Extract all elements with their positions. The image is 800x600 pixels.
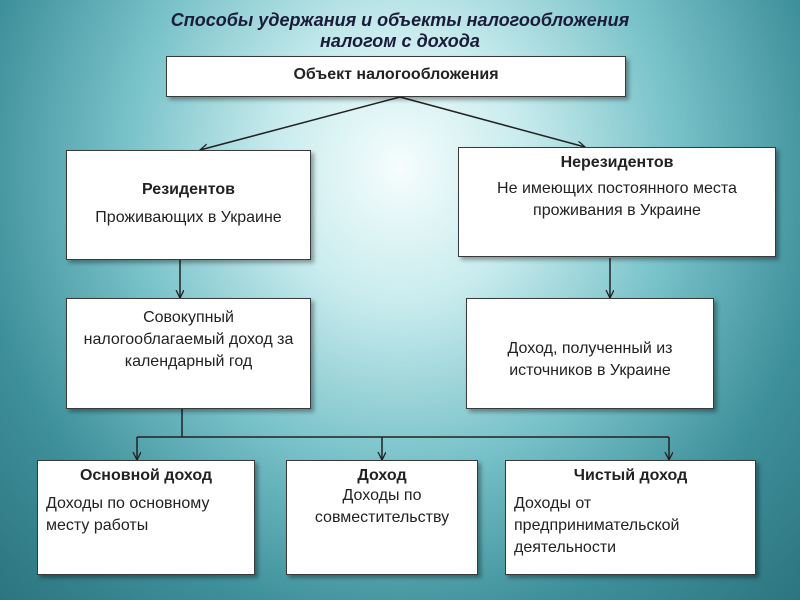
- residents-box: Резидентов Проживающих в Украине: [66, 150, 311, 260]
- net-income-description: Доходы от предпринимательской деятельнос…: [514, 495, 680, 556]
- taxation-object-box: Объект налогообложения: [166, 56, 626, 97]
- resident-income-text: Совокупный налогооблагаемый доход за кал…: [83, 309, 294, 370]
- residents-description: Проживающих в Украине: [95, 209, 282, 226]
- net-income-heading: Чистый доход: [573, 467, 688, 484]
- main-income-heading: Основной доход: [79, 467, 213, 484]
- nonresidents-box: Нерезидентов Не имеющих постоянного мест…: [458, 147, 776, 257]
- taxation-object-label: Объект налогообложения: [293, 66, 499, 83]
- arrow-object-to-nonresidents: [399, 96, 585, 147]
- title-line-2: налогом с дохода: [320, 31, 480, 51]
- arrow-object-to-residents: [200, 96, 401, 150]
- nonresidents-description: Не имеющих постоянного места проживания …: [497, 180, 737, 219]
- resident-income-box: Совокупный налогооблагаемый доход за кал…: [66, 298, 311, 409]
- residents-heading: Резидентов: [142, 181, 235, 198]
- main-income-description: Доходы по основному месту работы: [46, 495, 210, 534]
- income-description: Доходы по совместительству: [314, 487, 450, 526]
- nonresident-income-text: Доход, полученный из источников в Украин…: [507, 340, 673, 379]
- net-income-box: Чистый доход Доходы от предпринимательск…: [505, 460, 756, 575]
- income-heading: Доход: [357, 467, 407, 484]
- main-income-box: Основной доход Доходы по основному месту…: [37, 460, 255, 575]
- nonresident-income-box: Доход, полученный из источников в Украин…: [466, 298, 714, 409]
- diagram-title: Способы удержания и объекты налогообложе…: [100, 10, 700, 52]
- title-line-1: Способы удержания и объекты налогообложе…: [170, 10, 630, 30]
- income-box: Доход Доходы по совместительству: [286, 460, 478, 575]
- nonresidents-heading: Нерезидентов: [560, 154, 674, 171]
